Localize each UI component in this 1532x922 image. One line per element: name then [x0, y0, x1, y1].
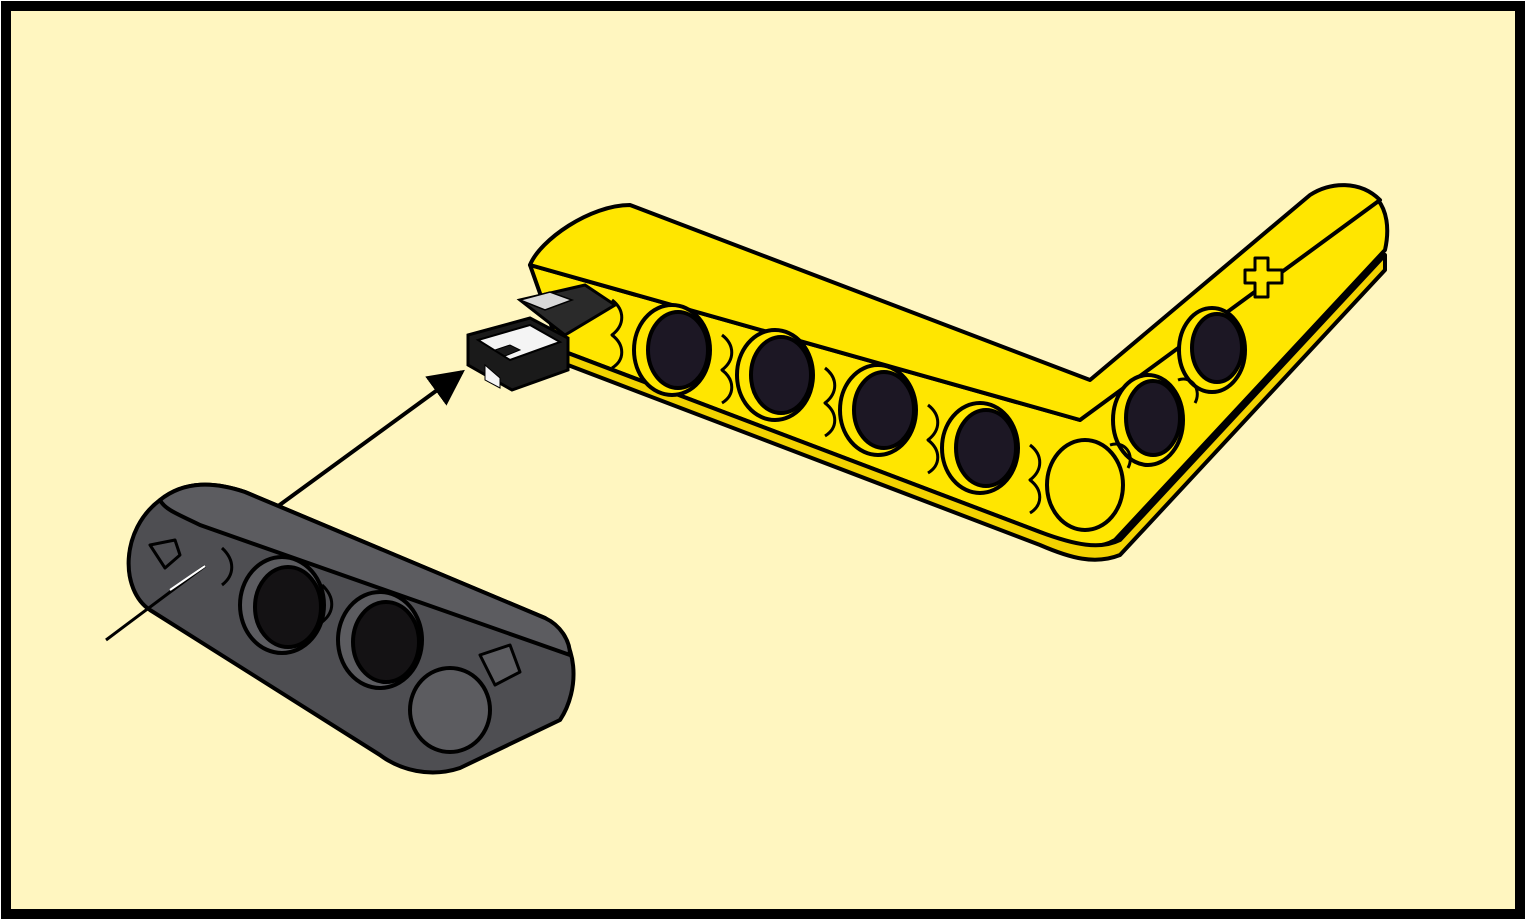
panel-background [6, 6, 1520, 914]
